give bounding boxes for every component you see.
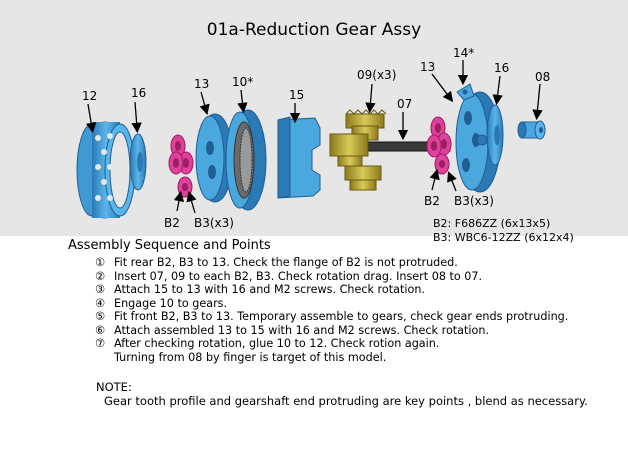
- step-number: ③: [95, 283, 114, 297]
- label-14: 14*: [453, 46, 474, 60]
- bearing-spec-b2: B2: F686ZZ (6x13x5): [433, 217, 550, 230]
- part-15-carrier: [278, 117, 320, 198]
- part-12-ring: [77, 122, 135, 218]
- label-15: 15: [289, 88, 304, 102]
- step-text: Fit rear B2, B3 to 13. Check the flange …: [114, 256, 458, 269]
- label-09: 09(x3): [357, 68, 396, 82]
- label-12: 12: [82, 89, 97, 103]
- label-07: 07: [397, 97, 412, 111]
- bearing-spec-b3: B3: WBC6-12ZZ (6x12x4): [433, 231, 574, 244]
- label-b3-right: B3(x3): [454, 194, 494, 208]
- label-08: 08: [535, 70, 550, 84]
- note-heading: NOTE:: [96, 380, 132, 394]
- left-bearings: [169, 135, 193, 197]
- label-b2-right: B2: [424, 194, 440, 208]
- step-text: Engage 10 to gears.: [114, 297, 227, 310]
- step-continuation-text: Turning from 08 by finger is target of t…: [95, 351, 568, 365]
- step-text: Attach 15 to 13 with 16 and M2 screws. C…: [114, 283, 425, 296]
- step-text: After checking rotation, glue 10 to 12. …: [114, 337, 439, 350]
- label-16-left: 16: [131, 86, 146, 100]
- step-text: Attach assembled 13 to 15 with 16 and M2…: [114, 324, 489, 337]
- part-08-coupling: [518, 121, 545, 139]
- assembly-heading: Assembly Sequence and Points: [68, 238, 271, 253]
- step-item-continuation: Turning from 08 by finger is target of t…: [95, 351, 568, 365]
- step-number: ①: [95, 256, 114, 270]
- step-number: ⑥: [95, 324, 114, 338]
- step-text: Insert 07, 09 to each B2, B3. Check rota…: [114, 270, 482, 283]
- label-b3-left: B3(x3): [194, 216, 234, 230]
- step-number: ④: [95, 297, 114, 311]
- label-10: 10*: [232, 75, 253, 89]
- label-b2-left: B2: [164, 216, 180, 230]
- note-text: Gear tooth profile and gearshaft end pro…: [104, 394, 588, 408]
- right-bearings: [427, 117, 451, 174]
- diagram-title: 01a-Reduction Gear Assy: [0, 20, 628, 40]
- label-16-right: 16: [494, 61, 509, 75]
- label-13-left: 13: [194, 77, 209, 91]
- step-number: ⑦: [95, 337, 114, 351]
- part-10-ring-gear: [226, 110, 266, 210]
- label-13-right: 13: [420, 60, 435, 74]
- step-number: ⑤: [95, 310, 114, 324]
- step-text: Fit front B2, B3 to 13. Temporary assemb…: [114, 310, 568, 323]
- step-number: ②: [95, 270, 114, 284]
